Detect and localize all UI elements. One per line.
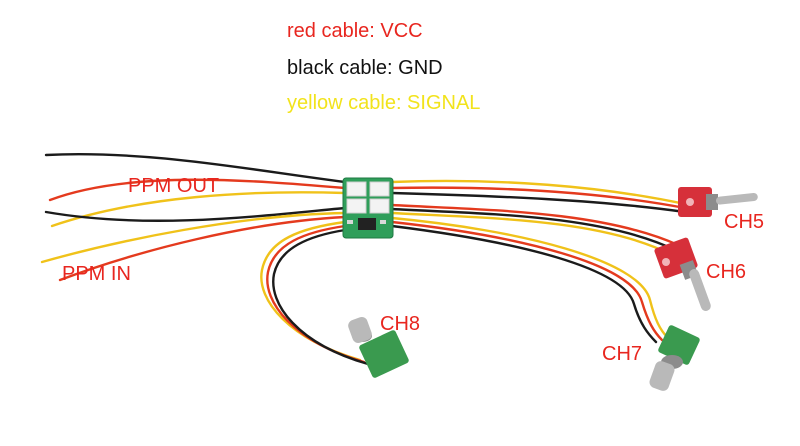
legend-yellow-signal: yellow cable: SIGNAL (287, 92, 481, 114)
legend-black-gnd: black cable: GND (287, 57, 443, 79)
label-ppm-in: PPM IN (62, 263, 131, 285)
ch5-cable (390, 179, 687, 214)
ch8-cable (260, 220, 370, 366)
ppm-in-cable (40, 206, 347, 282)
ch8-potentiometer (348, 316, 409, 378)
ch6-toggle-switch (654, 237, 711, 311)
ch6-cable (390, 203, 680, 257)
ch7-potentiometer (649, 325, 700, 391)
label-ppm-out: PPM OUT (128, 175, 220, 197)
encoder-board (342, 177, 394, 239)
ppm-out-cable (44, 153, 347, 228)
label-ch5: CH5 (724, 211, 765, 233)
legend-red-vcc: red cable: VCC (287, 20, 423, 42)
label-ch7: CH7 (602, 343, 643, 365)
label-ch8: CH8 (380, 313, 421, 335)
ch7-cable (390, 216, 670, 344)
label-ch6: CH6 (706, 261, 747, 283)
ch5-toggle-switch (678, 187, 758, 217)
